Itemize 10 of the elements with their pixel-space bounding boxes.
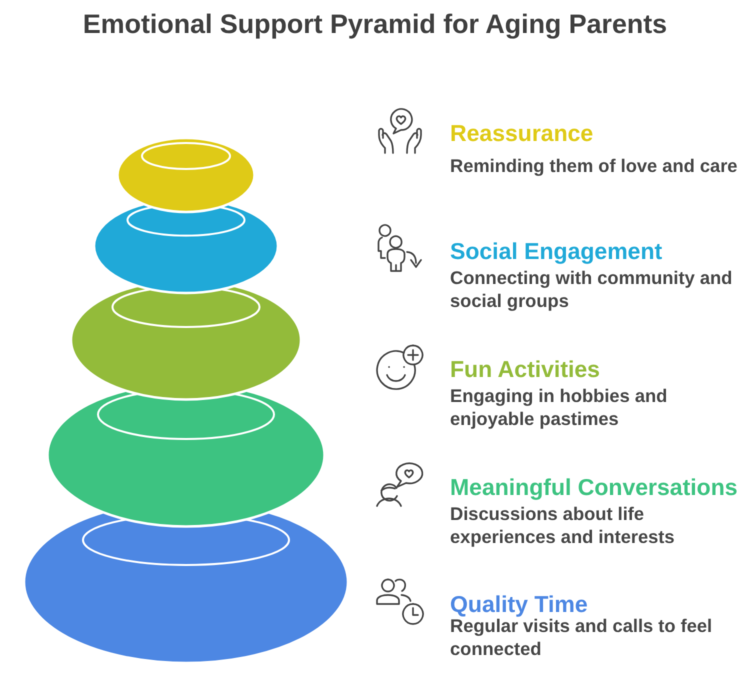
title: Emotional Support Pyramid for Aging Parents [82,8,668,41]
section-heading: Fun Activities [450,356,600,382]
section-heading: Meaningful Conversations [450,474,738,500]
description: Connecting with community and social groups [450,266,734,312]
description: Reminding them of love and care [450,154,738,177]
section-heading: Reassurance [450,120,594,146]
section-heading: Quality Time [450,591,588,617]
description: Engaging in hobbies and enjoyable pastimes [450,384,668,430]
description: Discussions about life experiences and interests [450,502,676,548]
section-heading: Social Engagement [450,238,662,264]
